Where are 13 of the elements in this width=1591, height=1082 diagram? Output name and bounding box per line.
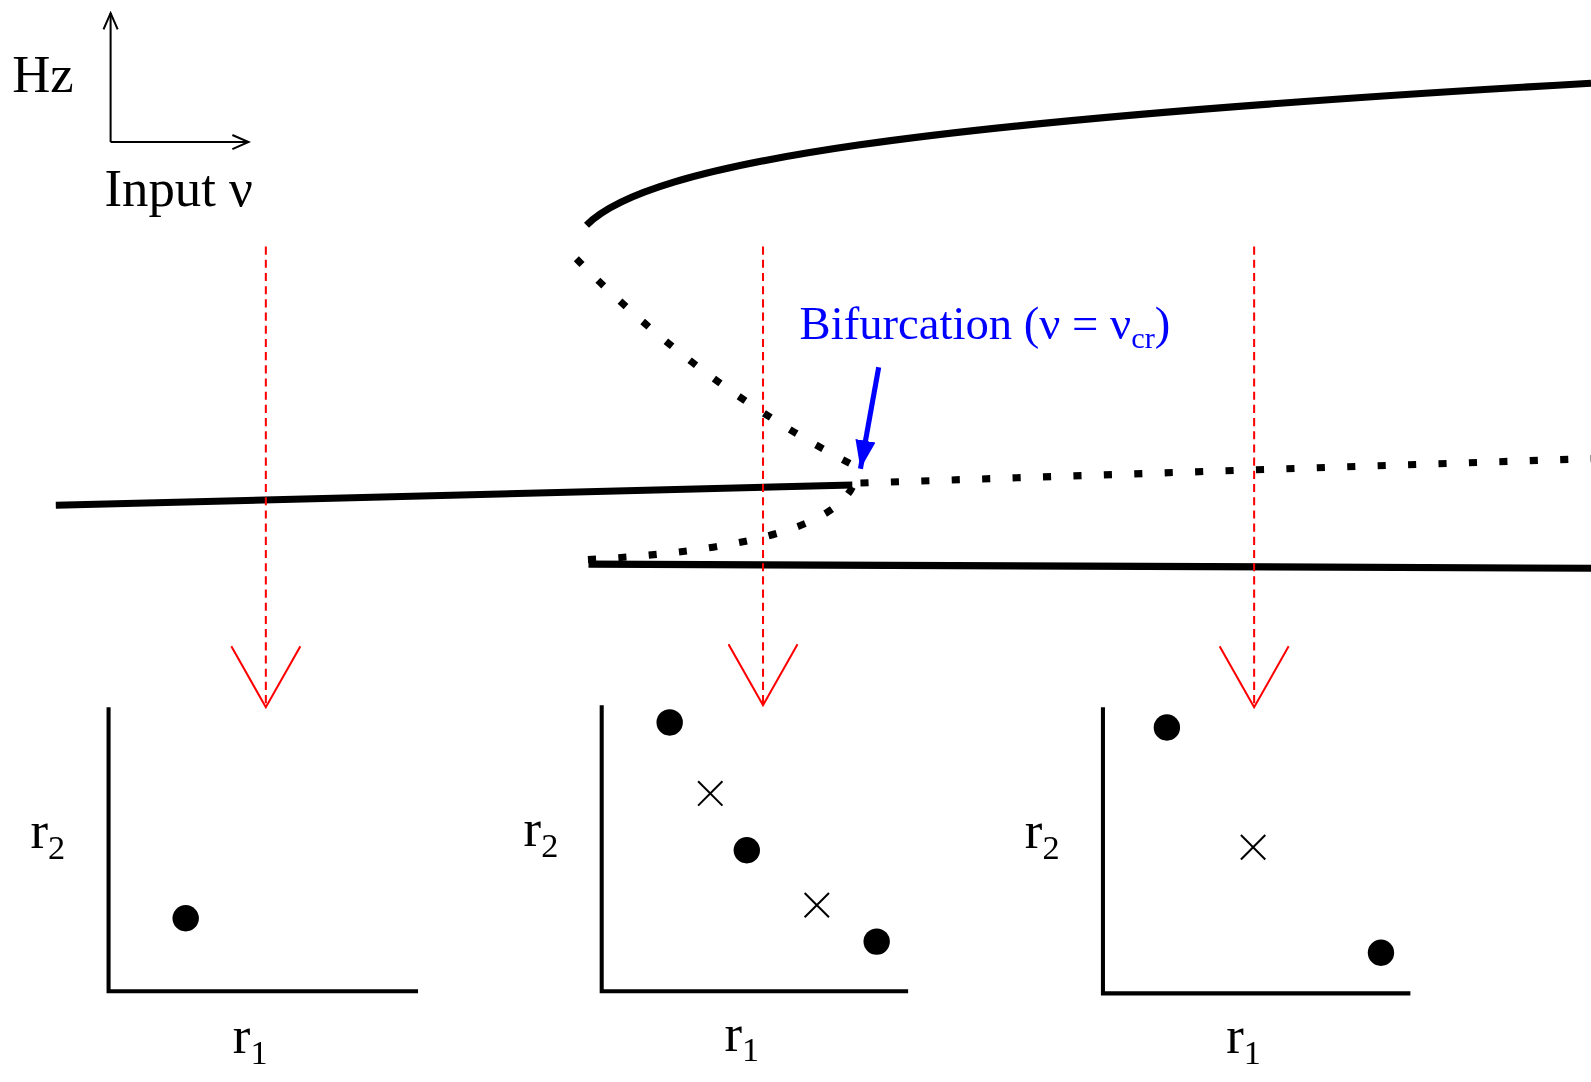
axis-label: r$_{1}$ bbox=[232, 1009, 268, 1063]
axis-label: r$_{1}$ bbox=[724, 1007, 760, 1061]
arrow bbox=[230, 246, 302, 709]
axis-label: r$_{2}$ bbox=[523, 802, 559, 856]
arrow bbox=[1218, 246, 1290, 709]
axis-label: r$_{2}$ bbox=[30, 804, 66, 858]
arrow bbox=[727, 246, 799, 707]
axis-label: Input ν bbox=[104, 162, 253, 216]
axis-label: r$_{1}$ bbox=[1226, 1009, 1261, 1063]
annotation-text: Bifurcation (ν = ν$_{cr}$) bbox=[799, 300, 1171, 347]
pointer-arrow bbox=[855, 366, 882, 470]
axis-label: r$_{2}$ bbox=[1024, 804, 1060, 858]
axis-label: Hz bbox=[12, 48, 74, 102]
